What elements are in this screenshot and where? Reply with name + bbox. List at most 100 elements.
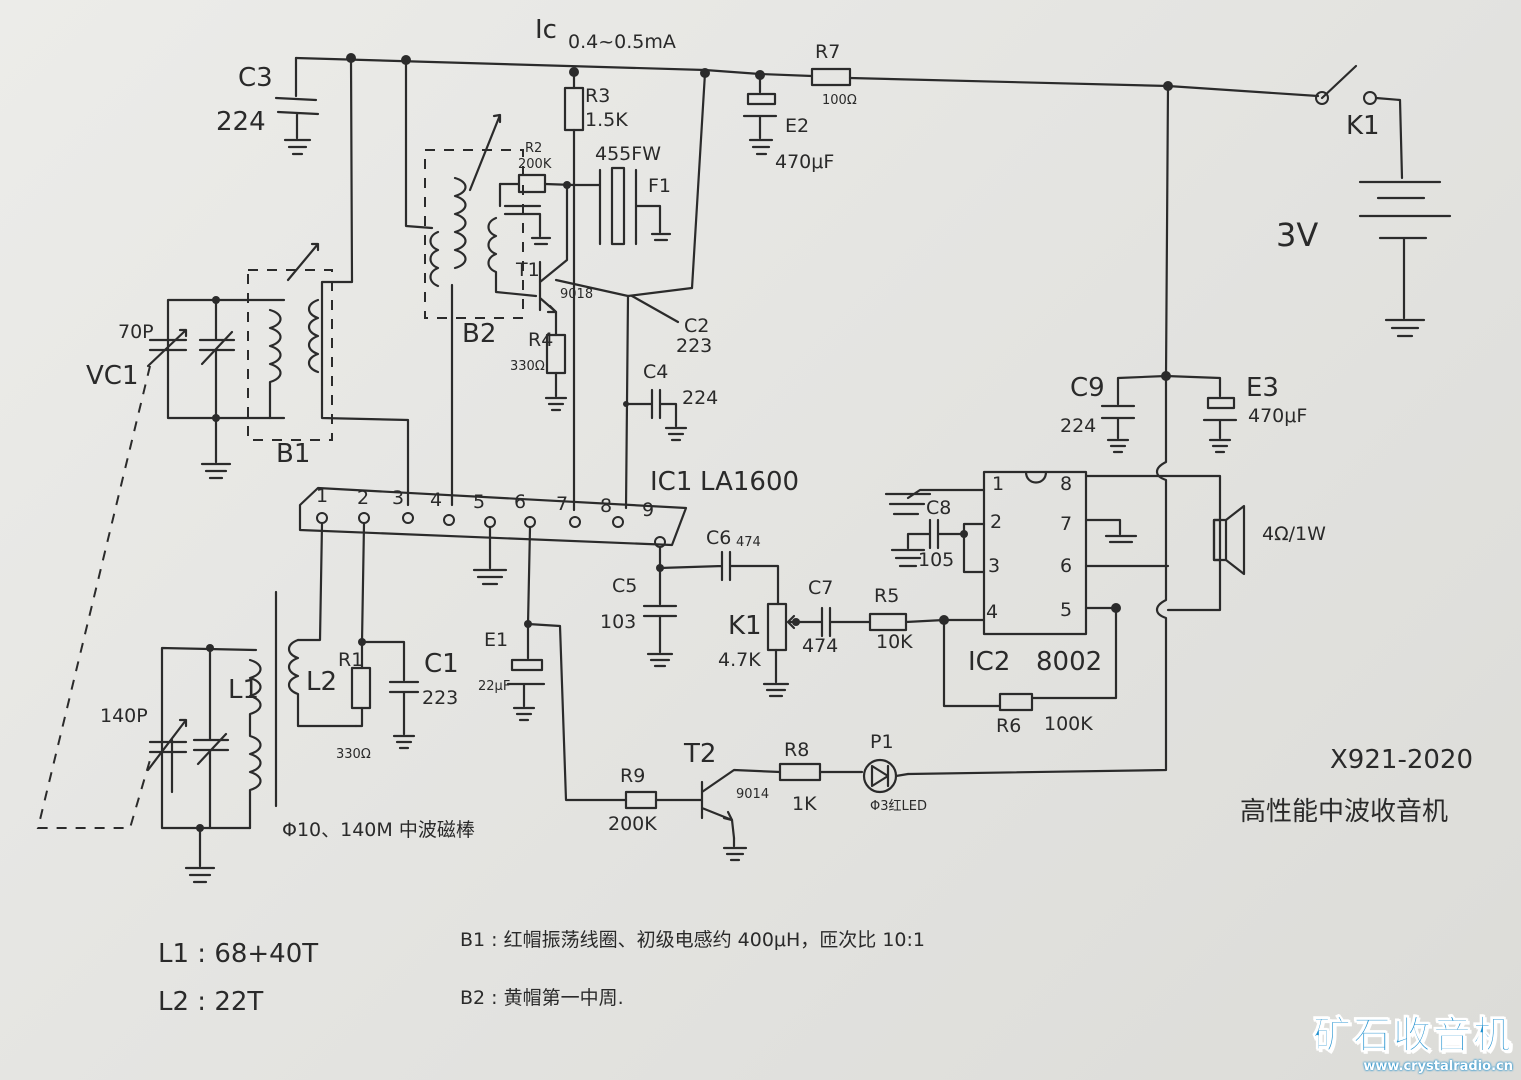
- r1-ref: R1: [338, 649, 363, 671]
- b1-ref: B1: [276, 439, 310, 469]
- ic1-pin-6: 6: [514, 491, 526, 513]
- ic2-part: 8002: [1036, 647, 1102, 677]
- ic2-pin-2: 2: [990, 511, 1002, 533]
- title-code: X921-2020: [1330, 745, 1473, 775]
- ic2-pin-4: 4: [986, 601, 998, 623]
- e3-ref: E3: [1246, 373, 1279, 403]
- c1-ref: C1: [424, 649, 459, 679]
- b2-if-transformer: B2: [424, 113, 538, 507]
- resistor-r7: R7 100Ω: [810, 41, 857, 108]
- resistor-r3: R3 1.5K: [563, 70, 628, 187]
- r3-value: 1.5K: [585, 109, 628, 131]
- l2-ref: L2: [306, 667, 337, 697]
- r6-value: 100K: [1044, 713, 1093, 735]
- capacitor-c9: C9 224: [1060, 373, 1168, 454]
- watermark-title: 矿石收音机: [1312, 1013, 1513, 1058]
- k1-pot-ref: K1: [728, 611, 762, 641]
- oscillator-coil-b1: B1: [247, 242, 333, 469]
- speaker-spec: 4Ω/1W: [1262, 523, 1326, 545]
- c3-value: 224: [216, 107, 266, 137]
- input-tank: R1 330Ω C1 223 L2 140P L1 Φ10、140M 中波磁棒: [100, 522, 475, 884]
- c6-ref: C6: [706, 527, 731, 549]
- c7-value: 474: [802, 635, 838, 657]
- r4-ref: R4: [528, 329, 553, 351]
- notes: L1 : 68+40T L2 : 22T B1 : 红帽振荡线圈、初级电感约 4…: [158, 929, 925, 1017]
- ic1-pin-9: 9: [642, 499, 654, 521]
- ceramic-filter-f1: 455FW F1: [572, 143, 672, 246]
- r7-ref: R7: [815, 41, 840, 63]
- c4-value: 224: [682, 387, 718, 409]
- c1-value: 223: [422, 687, 458, 709]
- capacitor-c2-label: C2 223: [630, 294, 712, 357]
- c8-value: 105: [918, 549, 954, 571]
- ic1-pin-3: 3: [392, 487, 404, 509]
- c3-ref: C3: [238, 63, 273, 93]
- ic1-pin-5: 5: [473, 491, 485, 513]
- capacitor-t1-bias: [498, 182, 552, 246]
- p1-ref: P1: [870, 731, 894, 753]
- wire-right-supply: [906, 84, 1170, 776]
- b2-ref: B2: [462, 319, 496, 349]
- ic1-pin-1: 1: [316, 485, 328, 507]
- ic1-ref: IC1: [650, 467, 692, 497]
- ic2-8002: 1 2 3 4 8 7 6 5 IC2 8002 C8 105: [884, 470, 1222, 708]
- r7-value: 100Ω: [822, 93, 857, 108]
- c5-value: 103: [600, 611, 636, 633]
- ic2-pin-6: 6: [1060, 555, 1072, 577]
- vc2-value: 140P: [100, 705, 148, 727]
- vc1-value: 70P: [118, 321, 154, 343]
- title-block: X921-2020 高性能中波收音机: [1240, 745, 1473, 827]
- ic2-pin-1: 1: [992, 473, 1004, 495]
- p1-value: Φ3红LED: [870, 798, 927, 814]
- r2-value: 200K: [518, 157, 552, 172]
- ic2-pin-8: 8: [1060, 473, 1072, 495]
- resistor-r6: R6 100K: [996, 692, 1093, 737]
- note-b1: B1 : 红帽振荡线圈、初级电感约 400μH，匝次比 10:1: [460, 929, 925, 951]
- wire-f1-supply: [626, 71, 707, 298]
- c9-ref: C9: [1070, 373, 1105, 403]
- note-l2: L2 : 22T: [158, 987, 263, 1017]
- note-l1: L1 : 68+40T: [158, 939, 318, 969]
- resistor-r4: R4 330Ω: [510, 329, 568, 412]
- r8-ref: R8: [784, 739, 809, 761]
- switch-ref: K1: [1346, 111, 1380, 141]
- ic1-pin-7: 7: [556, 493, 568, 515]
- c4-ref: C4: [643, 361, 668, 383]
- ic-current-label: Ic: [535, 15, 557, 45]
- battery-voltage: 3V: [1276, 216, 1318, 254]
- ic1-part: LA1600: [700, 467, 799, 497]
- wire-b2-primary: [404, 58, 434, 230]
- transistor-t1: T1 9018: [515, 183, 630, 337]
- c8-ref: C8: [926, 497, 951, 519]
- ic1-pin-4: 4: [430, 489, 442, 511]
- r1-value: 330Ω: [336, 747, 371, 762]
- ic2-ref: IC2: [968, 647, 1010, 677]
- f1-ref: F1: [648, 175, 671, 197]
- capacitor-e3: E3 470μF: [1164, 373, 1307, 454]
- title-name: 高性能中波收音机: [1240, 797, 1448, 827]
- r3-ref: R3: [585, 85, 610, 107]
- r4-value: 330Ω: [510, 359, 545, 374]
- ic2-pin-5: 5: [1060, 599, 1072, 621]
- r6-ref: R6: [996, 715, 1021, 737]
- led-indicator: R9 200K T2 9014 R8 1K P1 Φ3红LED: [608, 731, 927, 862]
- capacitor-e2: E2 470μF: [742, 73, 834, 173]
- e1-ref: E1: [484, 629, 508, 651]
- c9-value: 224: [1060, 415, 1096, 437]
- supply-rail: [294, 53, 1320, 98]
- f1-model: 455FW: [595, 143, 661, 165]
- c5-ref: C5: [612, 575, 637, 597]
- ic-current-annotation: Ic 0.4~0.5mA: [535, 15, 676, 53]
- capacitor-e1: E1 22μF: [478, 526, 628, 802]
- c2-ref: C2: [684, 315, 709, 337]
- t2-part: 9014: [736, 787, 769, 802]
- c7-ref: C7: [808, 577, 833, 599]
- watermark: 矿石收音机 www.crystalradio.cn: [1312, 1004, 1513, 1075]
- vc1-ref: VC1: [86, 361, 138, 391]
- battery-switch: K1 3V: [1276, 64, 1452, 338]
- c2-value: 223: [676, 335, 712, 357]
- e2-ref: E2: [785, 115, 809, 137]
- ic1-pin-8: 8: [600, 495, 612, 517]
